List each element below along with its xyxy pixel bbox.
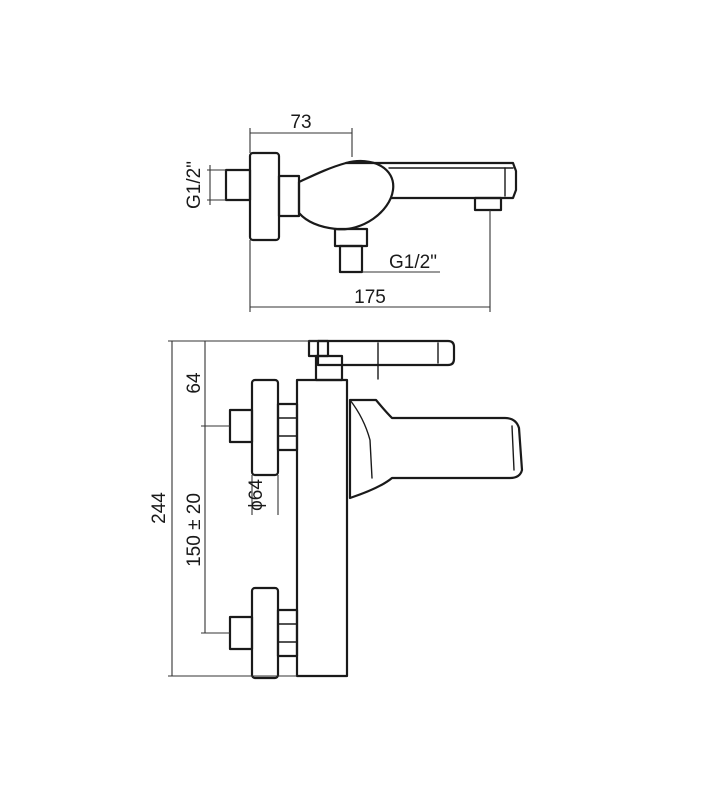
dim-diameter-label: ϕ64: [246, 479, 267, 511]
upper-inlet-pipe: [228, 408, 254, 444]
lower-flange: [250, 586, 280, 680]
upper-flange: [250, 378, 280, 477]
lower-nut: [276, 608, 299, 658]
inlet-pipe: [224, 168, 252, 202]
thread-inlet-label: G1/2": [184, 161, 205, 209]
dim-64-label: 64: [184, 372, 205, 394]
upper-nut: [276, 402, 299, 452]
top-view: 73 175 G1/2" G1/2": [184, 112, 518, 312]
spout: [348, 398, 524, 500]
thread-outlet-label: G1/2": [389, 252, 437, 273]
front-view: 244 64 150 ± 20 ϕ64: [149, 339, 524, 680]
dim-150-label: 150 ± 20: [184, 493, 205, 567]
dim-73-label: 73: [290, 112, 311, 133]
spout-curve-inner: [349, 399, 373, 479]
handle-stem: [314, 354, 344, 382]
body-column: [295, 378, 349, 678]
diverter-nut: [333, 227, 369, 248]
handle-lever: [316, 339, 456, 367]
union-nut: [277, 174, 301, 218]
lower-inlet-pipe: [228, 615, 254, 651]
spout-aerator: [473, 196, 503, 212]
wall-flange: [248, 151, 281, 242]
mixer-body: [297, 159, 395, 231]
outlet-pipe: [338, 244, 364, 274]
dim-175-label: 175: [354, 287, 386, 308]
dim-244-label: 244: [149, 492, 170, 524]
spout-outlet-line: [511, 425, 515, 471]
